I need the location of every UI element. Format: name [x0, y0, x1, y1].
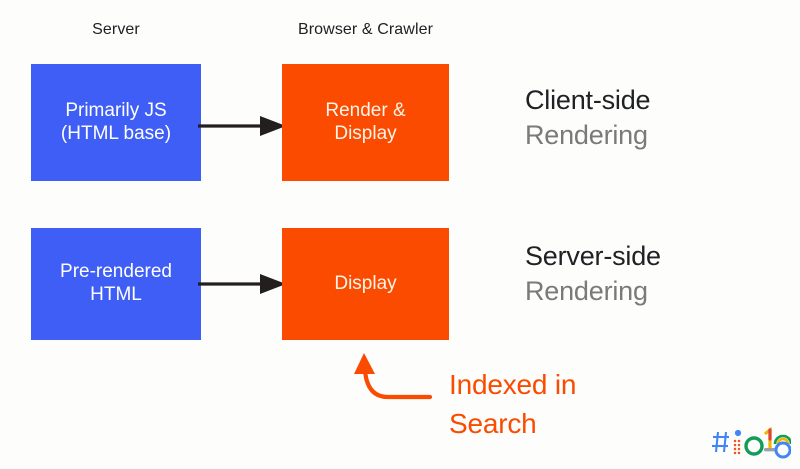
annotation-line-2: Search	[449, 407, 537, 439]
box-line-2: (HTML base)	[60, 122, 172, 144]
right-arrow-icon	[198, 274, 286, 294]
column-heading-server: Server	[92, 21, 140, 38]
box-line-2: HTML	[90, 284, 142, 305]
caption-subtitle: Rendering	[525, 275, 648, 306]
right-arrow-icon	[198, 116, 286, 136]
annotation-indexed-in-search: Indexed in Search	[449, 366, 576, 443]
box-line-1: Display	[334, 272, 397, 294]
google-io-18-logo	[712, 426, 791, 459]
box-line-1: Render &	[325, 99, 406, 121]
caption-client-side: Client-side Rendering	[525, 83, 651, 152]
caption-subtitle: Rendering	[525, 119, 648, 150]
box-line-1: Pre-rendered	[60, 261, 172, 283]
box-line-1: Primarily JS	[65, 99, 167, 121]
caption-title: Server-side	[525, 241, 661, 271]
caption-title: Client-side	[525, 85, 651, 115]
caption-server-side: Server-side Rendering	[525, 239, 661, 308]
process-box-pre-rendered-html: Pre-rendered HTML	[31, 228, 201, 340]
process-box-render-display: Render & Display	[282, 64, 449, 181]
process-box-primarily-js: Primarily JS (HTML base)	[31, 64, 201, 181]
curved-arrow-icon	[354, 353, 433, 400]
column-heading-browser: Browser & Crawler	[297, 21, 434, 38]
box-line-2: Display	[334, 122, 397, 144]
annotation-line-1: Indexed in	[449, 369, 577, 400]
process-box-display: Display	[282, 228, 449, 340]
